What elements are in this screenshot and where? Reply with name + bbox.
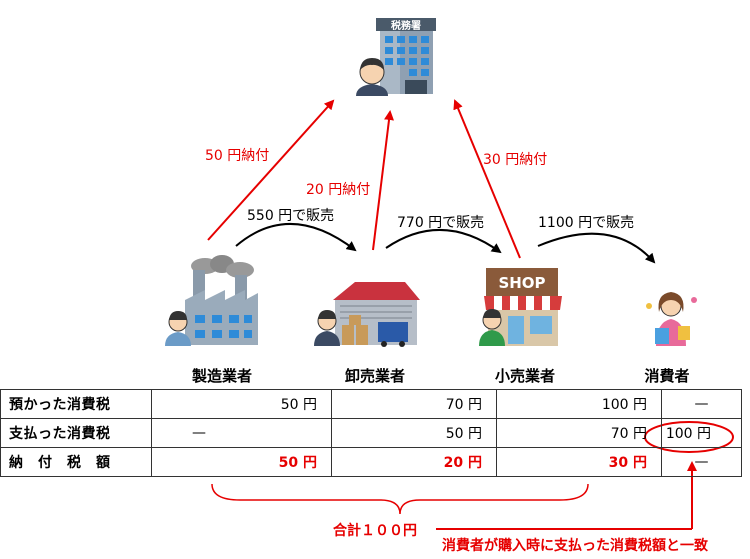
payment-arrow-retailer — [453, 99, 521, 259]
tax-official-icon — [356, 58, 388, 96]
payment-arrow-wholesaler — [372, 110, 394, 251]
actor-label-manufacturer: 製造業者 — [191, 367, 252, 385]
payment-arrow-manufacturer — [207, 99, 335, 241]
tax-office-icon: 税務署 — [376, 18, 436, 94]
warehouse-icon — [333, 282, 420, 347]
actor-label-consumer: 消費者 — [644, 367, 690, 385]
sale-label-2: 770 円で販売 — [397, 215, 484, 231]
payment-label-wholesaler: 20 円納付 — [306, 182, 370, 198]
table-cell: 100 円 — [661, 418, 742, 448]
sale-arc-2 — [385, 229, 502, 254]
sale-arc-1 — [235, 223, 357, 252]
table-cell: 30 円 — [496, 447, 662, 477]
payment-label-retailer: 30 円納付 — [483, 152, 547, 168]
table-row: 支払った消費税 — 50 円 70 円 100 円 — [0, 418, 742, 448]
sale-label-1: 550 円で販売 — [247, 208, 334, 224]
sale-label-3: 1100 円で販売 — [538, 215, 634, 231]
total-label: 合計１００円 — [333, 523, 417, 539]
table-cell: 50 円 — [151, 447, 332, 477]
manufacturer-person-icon — [165, 311, 191, 346]
table-cell: 50 円 — [331, 418, 497, 448]
table-cell: 70 円 — [331, 389, 497, 419]
wholesaler-person-icon — [314, 310, 340, 346]
table-cell: 100 円 — [496, 389, 662, 419]
total-brace — [211, 483, 589, 515]
match-note: 消費者が購入時に支払った消費税額と一致 — [442, 538, 708, 554]
table-cell: 50 円 — [151, 389, 332, 419]
table-row: 預かった消費税 50 円 70 円 100 円 — — [0, 389, 742, 419]
retailer-person-icon — [479, 309, 505, 346]
table-cell: — — [151, 418, 332, 448]
actor-label-wholesaler: 卸売業者 — [344, 367, 405, 385]
consumer-icon — [646, 292, 697, 346]
shop-icon: SHOP — [484, 268, 562, 346]
table-cell: 20 円 — [331, 447, 497, 477]
row-label: 納 付 税 額 — [0, 447, 152, 477]
row-label: 預かった消費税 — [0, 389, 152, 419]
table-cell: — — [661, 389, 742, 419]
actor-label-retailer: 小売業者 — [494, 367, 555, 385]
row-label: 支払った消費税 — [0, 418, 152, 448]
factory-icon — [185, 255, 258, 345]
table-cell: — — [661, 447, 742, 477]
shop-sign: SHOP — [498, 274, 545, 292]
tax-table: 預かった消費税 50 円 70 円 100 円 — 支払った消費税 — 50 円… — [0, 389, 742, 477]
table-row: 納 付 税 額 50 円 20 円 30 円 — — [0, 447, 742, 477]
payment-label-manufacturer: 50 円納付 — [205, 148, 269, 164]
tax-office-sign: 税務署 — [391, 19, 421, 32]
table-cell: 70 円 — [496, 418, 662, 448]
sale-arc-3 — [537, 232, 656, 264]
